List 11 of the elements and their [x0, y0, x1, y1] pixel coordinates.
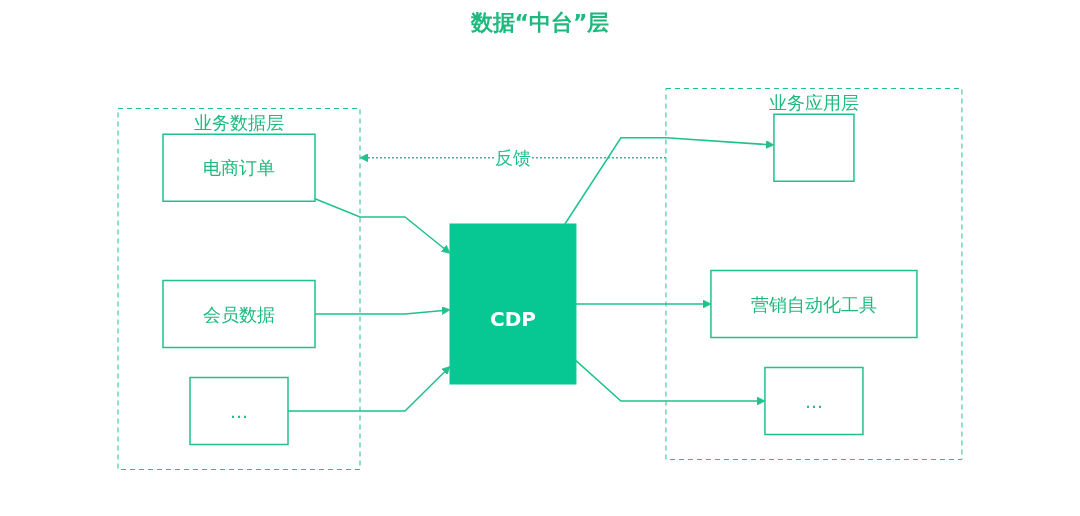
node-box: … [189, 376, 289, 446]
node-box: 会员数据 [162, 279, 316, 349]
node-box: CDP [449, 223, 577, 385]
arrow [359, 153, 667, 163]
edge-label: 反馈 [495, 147, 531, 169]
column-heading: 数据“中台”层 [470, 10, 610, 35]
node-box: … [764, 366, 864, 436]
arrow [314, 197, 451, 254]
node-box [773, 113, 855, 182]
node-box: 电商订单 [162, 133, 316, 202]
node-box: 营销自动化工具 [710, 269, 918, 339]
